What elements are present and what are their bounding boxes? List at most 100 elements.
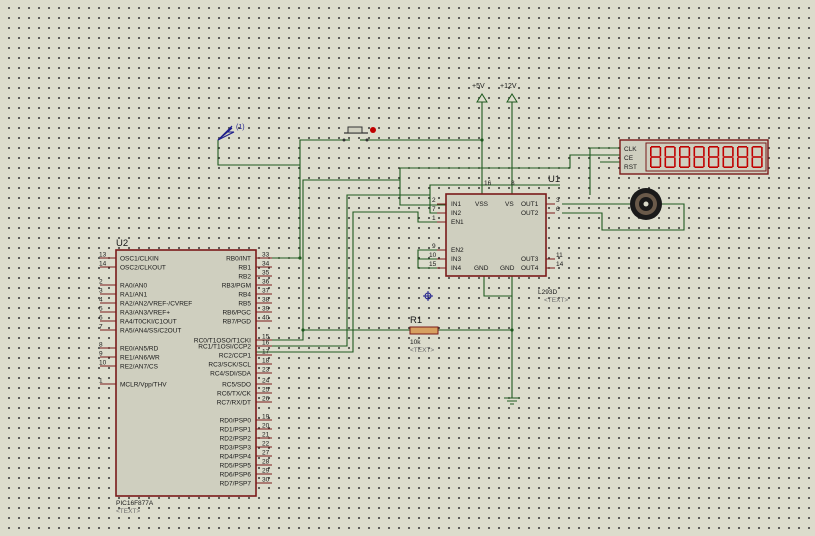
- u1-pin-num: 9: [432, 243, 436, 250]
- u1-pin-label: GND: [474, 265, 489, 272]
- u2-left-pin-label: MCLR/Vpp/THV: [120, 382, 167, 389]
- lcd-digit: [722, 146, 734, 168]
- lcd-clk-label: CLK: [624, 146, 637, 153]
- u2-right-pin-num: 38: [262, 297, 270, 304]
- r1-ref: R1: [410, 315, 422, 326]
- u1-pin-num: 11: [556, 252, 563, 259]
- u1-pin-label: VS: [505, 201, 514, 208]
- u2-left-pin-num: 3: [99, 288, 103, 295]
- u2-left-pin-num: 13: [99, 252, 107, 259]
- u2-right-pin-num: 26: [262, 396, 270, 403]
- u2-right-pin-label: RB1: [238, 265, 251, 272]
- u1-pin-num: 16: [484, 180, 492, 187]
- wire-probe[interactable]: [217, 140, 300, 166]
- resistor-r1[interactable]: R1 10k <TEXT>: [409, 315, 439, 354]
- push-button[interactable]: [342, 126, 377, 142]
- u2-right-pin-num: 15: [262, 334, 270, 341]
- u1-pin-label: IN3: [451, 256, 462, 263]
- u2-left-pin-num: 9: [99, 351, 103, 358]
- u1-pin-num: 10: [429, 252, 437, 259]
- u2-left-pin-label: RA3/AN3/VREF+: [120, 310, 170, 317]
- u2-left-pin-label: RA4/T0CKI/C1OUT: [120, 319, 177, 326]
- u2-right-pin-num: 39: [262, 306, 270, 313]
- u1-pin-label: VSS: [475, 201, 489, 208]
- u1-pin-label: OUT2: [521, 210, 539, 217]
- u2-right-pin-label: RC3/SCK/SCL: [208, 362, 251, 369]
- u2-left-pin-num: 10: [99, 360, 107, 367]
- wire-rc1-in2[interactable]: [256, 194, 446, 347]
- u2-right-pins: 33RB0/INT34RB135RB236RB3/PGM37RB438RB539…: [194, 252, 272, 488]
- wire-lcd-ce[interactable]: [399, 154, 620, 180]
- label-12v: +12V: [500, 83, 517, 90]
- wire-lcd-x[interactable]: [429, 184, 560, 195]
- u2-left-pins: 13OSC1/CLKIN14OSC2/CLKOUT2RA0/AN03RA1/AN…: [99, 252, 192, 389]
- u1-l293d[interactable]: U1 L293D <TEXT> 2 IN1 7 IN2 1 EN1 9 EN2 …: [429, 174, 568, 304]
- u1-pin-label: OUT1: [521, 201, 539, 208]
- u2-right-pin-label: RD4/PSP4: [220, 454, 252, 461]
- wire-rc2-en1[interactable]: [256, 211, 446, 353]
- dc-motor[interactable]: [630, 188, 662, 220]
- r1-text: <TEXT>: [410, 347, 434, 354]
- u2-left-pin-num: 4: [99, 297, 103, 304]
- u2-right-pin-num: 40: [262, 315, 270, 322]
- u2-right-pin-num: 34: [262, 261, 270, 268]
- u2-left-pin-num: 5: [99, 306, 103, 313]
- u2-left-pin-label: RA1/AN1: [120, 292, 147, 299]
- u2-right-pin-label: RD1/PSP1: [220, 427, 252, 434]
- u2-right-pin-num: 35: [262, 270, 270, 277]
- u2-right-pin-num: 23: [262, 367, 270, 374]
- u2-right-pin-label: RC0/T1OSO/T1CKI: [194, 338, 251, 345]
- voltage-probe[interactable]: (1): [217, 124, 245, 141]
- ground-symbol: [504, 397, 520, 405]
- u1-pin-num: 7: [432, 206, 436, 213]
- u1-pin-num: 14: [556, 261, 564, 268]
- u2-left-pin-num: 6: [99, 315, 103, 322]
- u2-right-pin-num: 17: [262, 349, 270, 356]
- u2-right-pin-label: RB0/INT: [226, 256, 251, 263]
- wire-rc0-in1[interactable]: [256, 179, 446, 341]
- lcd-rst-label: RST: [624, 164, 637, 171]
- junctions: [298, 138, 514, 332]
- u2-left-pin-num: 8: [99, 342, 103, 349]
- u2-left-pin-num: 7: [99, 324, 103, 331]
- lcd-digit: [664, 146, 676, 168]
- u1-pin-num: 8: [511, 180, 515, 187]
- u2-pic16f877a[interactable]: U2 PIC16F877A <TEXT> 13OSC1/CLKIN14OSC2/…: [99, 238, 272, 515]
- u2-right-pin-label: RC2/CCP1: [219, 353, 252, 360]
- power-12v: +12V: [500, 83, 518, 103]
- wire-gnd-tie[interactable]: [483, 276, 513, 297]
- u2-right-pin-label: RB7/PGD: [222, 319, 251, 326]
- probe-label: (1): [236, 124, 245, 131]
- u2-right-pin-num: 33: [262, 252, 270, 259]
- u2-right-pin-label: RB2: [238, 274, 251, 281]
- u1-pin-label: GND: [500, 265, 515, 272]
- u2-left-pin-label: RA2/AN2/VREF-/CVREF: [120, 301, 192, 308]
- u2-right-pin-label: RB3/PGM: [222, 283, 251, 290]
- lcd-digit: [737, 146, 749, 168]
- u2-right-pin-num: 24: [262, 378, 270, 385]
- u1-pin-label: IN4: [451, 265, 462, 272]
- wire-motor[interactable]: [562, 203, 685, 231]
- u2-right-pin-num: 25: [262, 387, 270, 394]
- lcd-display[interactable]: CLK CE RST: [619, 139, 769, 175]
- u2-right-pin-label: RC7/RX/DT: [217, 400, 251, 407]
- wire-rb0-button[interactable]: [299, 139, 343, 258]
- u2-right-pin-label: RD2/PSP2: [220, 436, 252, 443]
- u2-text: <TEXT>: [116, 508, 140, 515]
- u1-pin-label: IN1: [451, 201, 462, 208]
- u2-right-pin-num: 18: [262, 358, 270, 365]
- u2-right-pin-num: 36: [262, 279, 270, 286]
- u2-left-pin-label: OSC2/CLKOUT: [120, 265, 166, 272]
- label-5v: +5V: [472, 83, 485, 90]
- u2-right-pin-num: 20: [262, 423, 270, 430]
- u2-left-pin-num: 2: [99, 279, 103, 286]
- u2-right-pin-label: RB5: [238, 301, 251, 308]
- u1-pin-num: 6: [556, 206, 560, 213]
- u2-part: PIC16F877A: [116, 500, 154, 507]
- power-5v: +5V: [472, 83, 488, 103]
- u2-right-pin-num: 28: [262, 459, 270, 466]
- u1-pin-label: OUT3: [521, 256, 539, 263]
- lcd-digit: [751, 146, 763, 168]
